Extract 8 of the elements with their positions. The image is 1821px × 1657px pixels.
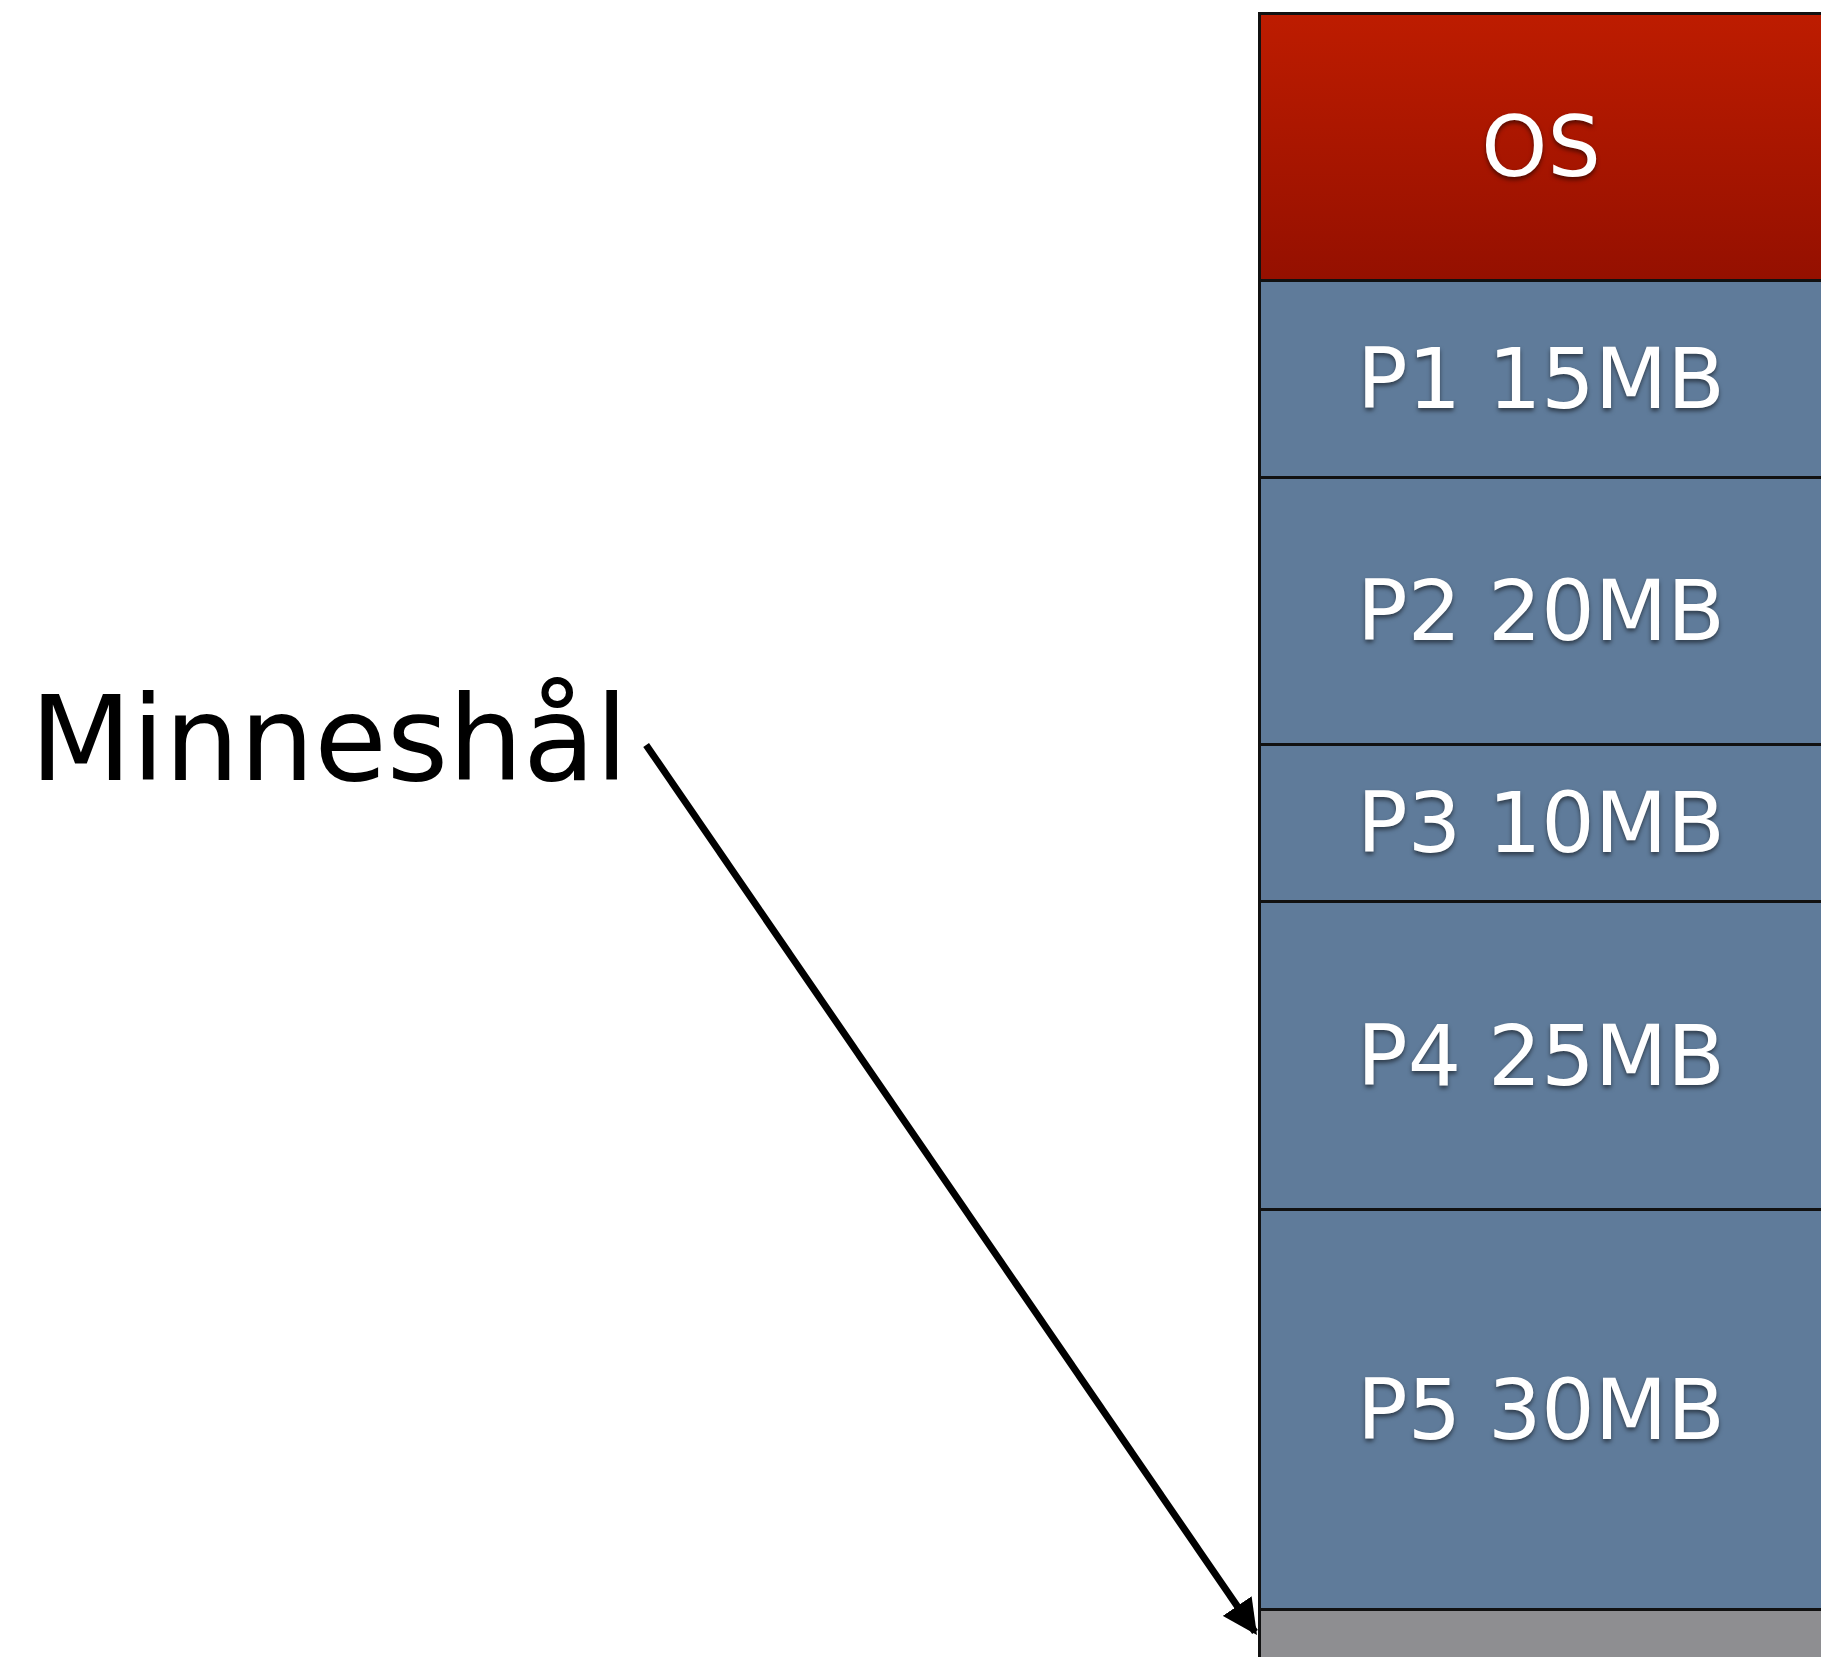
memory-block: P4 25MB: [1258, 900, 1821, 1211]
memory-block: P1 15MB: [1258, 279, 1821, 479]
memory-block: P2 20MB: [1258, 476, 1821, 746]
free-memory-bar: [1258, 1608, 1821, 1657]
memory-block: P5 30MB: [1258, 1208, 1821, 1611]
arrow: [643, 742, 1258, 1635]
memory-block: P3 10MB: [1258, 743, 1821, 903]
memory-block: OS: [1258, 12, 1821, 282]
